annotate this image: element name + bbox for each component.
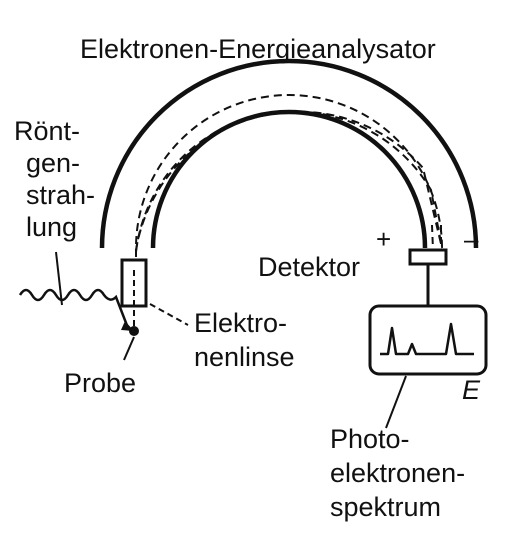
spectrum-display [368, 304, 488, 376]
outer-hemisphere [99, 58, 479, 249]
trajectory-2 [135, 110, 443, 253]
sample-dot [129, 326, 139, 336]
xray-beam [18, 288, 130, 329]
xray-label-line-1: Rönt- [14, 116, 80, 146]
minus-sign: – [464, 224, 479, 254]
trajectory-3 [135, 110, 443, 251]
spectrum-label-line-1: Photo- [330, 424, 410, 454]
sample-label: Probe [64, 368, 136, 398]
detector-box [408, 248, 448, 266]
electron-trajectories [135, 94, 443, 270]
lens-label-line-2: nenlinse [194, 342, 295, 372]
spectrum-label-pointer [385, 375, 407, 429]
lens-label-pointer [149, 303, 189, 326]
trajectory-1 [135, 94, 443, 270]
lens-label-line-1: Elektro- [194, 308, 287, 338]
detector-label: Detektor [258, 252, 360, 282]
spectrum-trace [380, 322, 474, 356]
xray-label-line-2: gen- [26, 148, 80, 178]
plus-sign: + [376, 224, 391, 254]
energy-axis-label: E [462, 375, 481, 405]
spectrum-label-line-3: spektrum [330, 492, 441, 522]
sample-label-pointer [123, 336, 135, 361]
xray-label-line-3: strah- [26, 180, 95, 210]
xray-label-pointer [55, 251, 63, 306]
trajectory-tails [422, 224, 442, 251]
spectrum-label-line-2: elektronen- [330, 458, 465, 488]
xray-label-line-4: lung [26, 212, 77, 242]
diagram-title: Elektronen-Energieanalysator [80, 34, 436, 64]
